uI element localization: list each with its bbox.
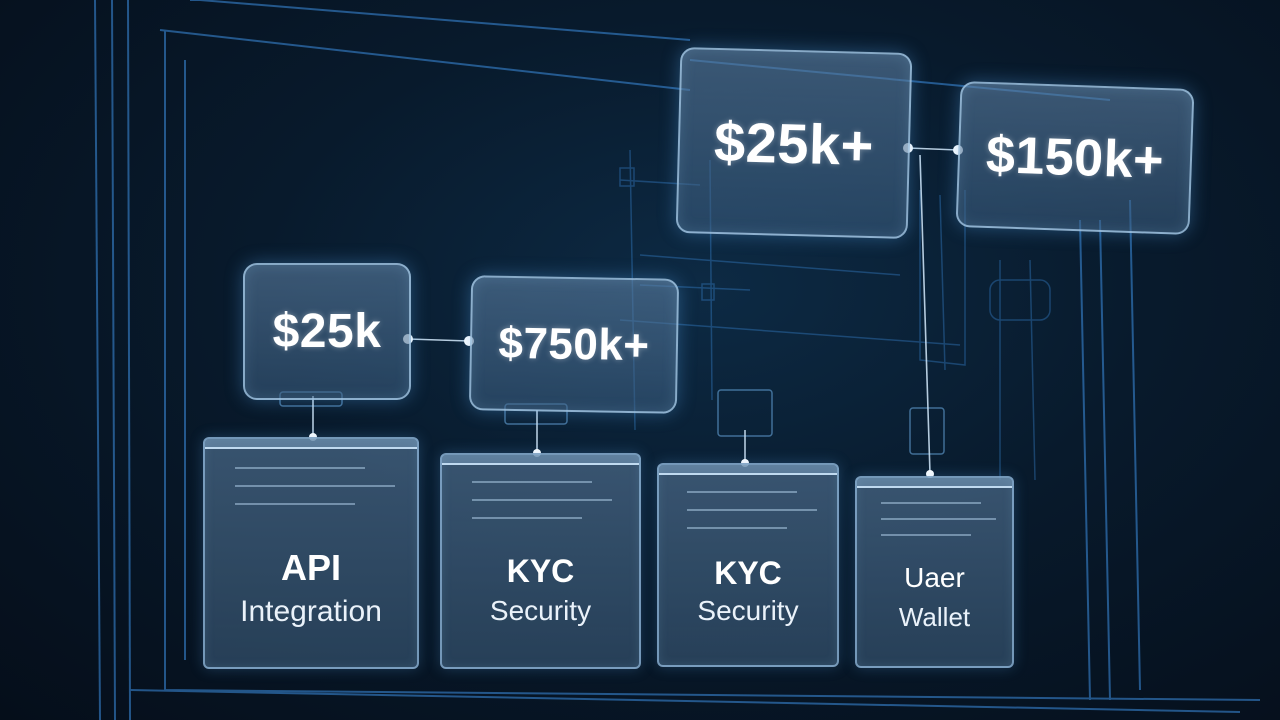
- price-box-mid-left: $25k: [243, 263, 411, 400]
- card-subtitle: Security: [489, 595, 592, 626]
- card-title: KYC: [714, 555, 782, 591]
- price-label: $25k: [272, 305, 382, 358]
- card-title: Uaer: [904, 562, 965, 593]
- card-subtitle: Security: [697, 595, 799, 626]
- card-text-line: [687, 509, 817, 511]
- connector-mid-pair: [407, 338, 470, 342]
- module-card-kyc-1: KYC Security: [440, 453, 641, 669]
- price-label: $750k+: [498, 318, 650, 370]
- price-box-mid-right: $750k+: [468, 275, 680, 414]
- module-card-kyc-2: KYC Security: [657, 463, 839, 667]
- card-text-line: [235, 503, 355, 505]
- price-box-top-left: $25k+: [675, 46, 913, 240]
- card-text-line: [472, 517, 582, 519]
- module-card-wallet: Uaer Wallet: [855, 476, 1014, 668]
- card-header-bar: [205, 439, 417, 449]
- connector-top-pair: [907, 147, 959, 151]
- card-title: API: [280, 547, 341, 588]
- card-text-line: [881, 502, 981, 504]
- card-header-bar: [659, 465, 837, 475]
- card-text-line: [881, 518, 996, 520]
- card-subtitle: Integration: [240, 595, 382, 628]
- price-box-top-right: $150k+: [955, 80, 1195, 236]
- card-text-line: [687, 491, 797, 493]
- price-label: $150k+: [985, 125, 1165, 191]
- card-text-line: [687, 527, 787, 529]
- card-text-line: [235, 485, 395, 487]
- price-label: $25k+: [713, 109, 875, 177]
- card-text-line: [472, 481, 592, 483]
- card-header-bar: [442, 455, 639, 465]
- module-card-api: API Integration: [203, 437, 419, 669]
- connector-wallet: [919, 154, 931, 475]
- card-title: KYC: [506, 553, 575, 589]
- card-text-line: [235, 467, 365, 469]
- card-header-bar: [857, 478, 1012, 488]
- card-text-line: [881, 534, 971, 536]
- card-subtitle: Wallet: [898, 602, 971, 632]
- card-text-line: [472, 499, 612, 501]
